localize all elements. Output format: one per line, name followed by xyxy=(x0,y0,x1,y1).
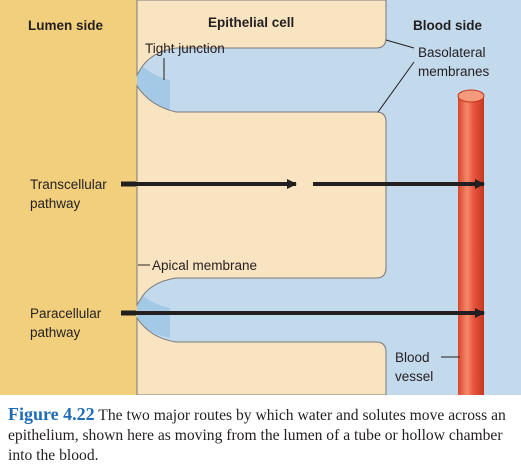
caption-text: The two major routes by which water and … xyxy=(8,407,506,464)
epithelium-diagram: Lumen side Epithelial cell Blood side Ti… xyxy=(0,0,521,395)
blood-vessel-opening xyxy=(457,89,485,103)
basolateral-pointer-lower xyxy=(377,61,415,113)
blood-vessel-label-line2: vessel xyxy=(395,369,433,384)
epithelial-cell-top xyxy=(136,0,387,77)
figure-caption: Figure 4.22 The two major routes by whic… xyxy=(8,404,518,466)
blood-vessel xyxy=(458,96,484,395)
blood-vessel-label-line1: Blood xyxy=(395,350,430,365)
paracellular-label-line1: Paracellular xyxy=(30,306,102,321)
tight-junction-label: Tight junction xyxy=(145,41,225,56)
epithelial-cell-heading: Epithelial cell xyxy=(208,15,294,30)
transcellular-label-line1: Transcellular xyxy=(30,177,107,192)
figure-number: Figure 4.22 xyxy=(8,404,95,424)
paracellular-label-line2: pathway xyxy=(30,325,81,340)
basolateral-label-line1: Basolateral xyxy=(418,45,486,60)
apical-membrane-label: Apical membrane xyxy=(152,258,257,273)
basolateral-label-line2: membranes xyxy=(418,64,490,79)
epithelial-cell-middle xyxy=(136,84,387,307)
basolateral-pointer-upper xyxy=(385,39,415,49)
epithelial-cell-bottom xyxy=(136,316,387,395)
lumen-region xyxy=(0,0,137,395)
lumen-side-heading: Lumen side xyxy=(28,18,104,33)
transcellular-label-line2: pathway xyxy=(30,196,81,211)
blood-side-heading: Blood side xyxy=(413,18,482,33)
